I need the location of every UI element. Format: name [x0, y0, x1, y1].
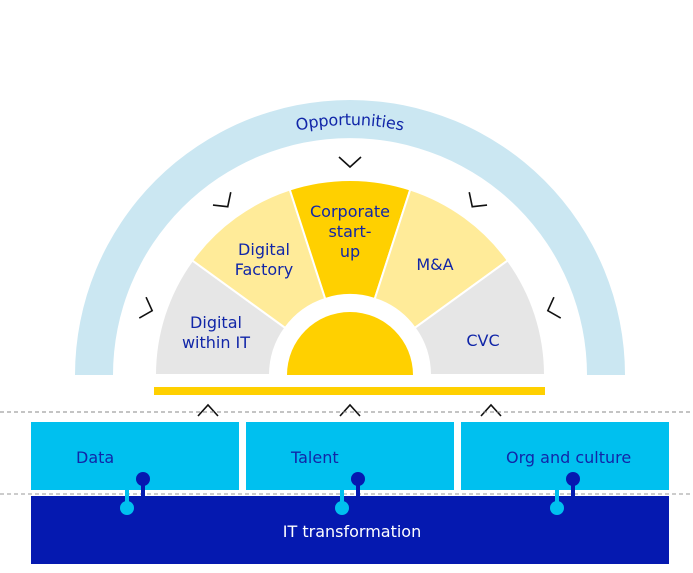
chevron-icon — [212, 192, 232, 208]
connector-dot-dark — [566, 472, 580, 486]
segment-label: Corporate — [310, 202, 390, 221]
enabler-label: Org and culture — [506, 448, 631, 467]
chevron-up-icon — [339, 403, 361, 417]
enabler-label: Data — [76, 448, 114, 467]
chevron-icon — [138, 296, 154, 319]
enabler-box — [461, 422, 669, 490]
segment-label: Factory — [235, 260, 293, 279]
segment-label: up — [340, 242, 360, 261]
enablers-group: Data Talent Org and culture — [31, 422, 669, 490]
enabler-label: Talent — [290, 448, 339, 467]
segment-label: CVC — [466, 331, 499, 350]
segment-label: within IT — [182, 333, 250, 352]
connector-dot-light — [335, 501, 349, 515]
yellow-base-bar — [154, 387, 545, 395]
connector-dot-dark — [351, 472, 365, 486]
chevron-up-icon — [480, 403, 502, 417]
segment-label: Digital — [190, 313, 242, 332]
chevron-icon — [338, 156, 362, 169]
segment-label: M&A — [416, 255, 453, 274]
segment-label: start- — [328, 222, 371, 241]
connector-dot-light — [550, 501, 564, 515]
opportunities-arc — [75, 100, 625, 375]
connectors-group — [120, 472, 580, 515]
chevrons-group — [138, 156, 562, 319]
connector-dot-light — [120, 501, 134, 515]
segment-label: Digital — [238, 240, 290, 259]
connector-dot-dark — [136, 472, 150, 486]
chevron-up-icon — [197, 403, 219, 417]
chevron-icon — [546, 296, 562, 319]
chevron-icon — [468, 192, 488, 208]
it-transformation-label: IT transformation — [283, 522, 421, 541]
enabler-box — [31, 422, 239, 490]
enabler-box — [246, 422, 454, 490]
core-semicircle — [287, 312, 413, 375]
